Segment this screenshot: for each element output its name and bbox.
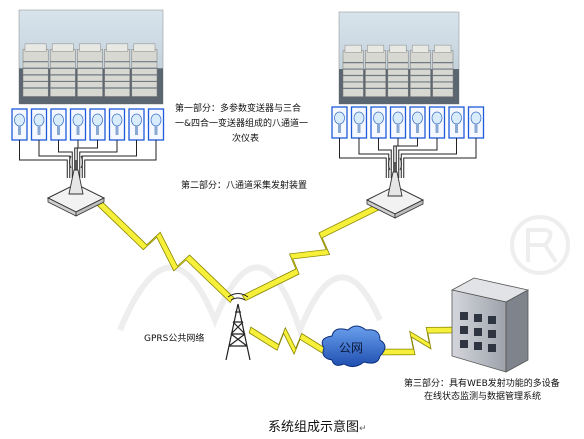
transmitter-row-right	[331, 106, 485, 139]
transmitter-row-left	[11, 108, 165, 141]
part1-label-line3: 次仪表	[232, 134, 260, 144]
lightning-bolt-icon	[241, 202, 383, 302]
transmitter-icon	[11, 108, 28, 141]
cloud-icon	[321, 325, 386, 368]
transmitter-icon	[409, 106, 426, 139]
lightning-bolt-icon	[93, 196, 235, 304]
cooling-tower-photo-right	[338, 11, 460, 105]
channel-wires	[19, 138, 477, 178]
transmitter-icon	[331, 106, 348, 139]
radio-tower-icon	[225, 293, 251, 361]
server-building-icon	[450, 277, 530, 373]
cloud-label: 公网	[339, 341, 364, 355]
lightning-bolt-icon	[248, 326, 328, 356]
transmitter-icon	[50, 108, 67, 141]
transmitter-icon	[147, 108, 165, 141]
antenna-transmitter-icon	[365, 157, 425, 219]
part2-label: 第二部分：八通道采集发射装置	[181, 181, 308, 191]
transmitter-icon	[128, 108, 145, 141]
transmitter-icon	[30, 108, 48, 141]
gprs-network-label: GPRS公共网络	[144, 334, 205, 344]
transmitter-icon	[69, 108, 87, 141]
lightning-bolt-icon	[380, 326, 458, 356]
transmitter-icon	[370, 106, 387, 139]
transmitter-icon	[389, 106, 407, 139]
part1-label-line1: 第一部分：多参数变送器与三合	[175, 104, 302, 114]
transmitter-icon	[467, 106, 485, 139]
return-mark: ↵	[359, 424, 367, 434]
part3-label-line2: 在线状态监测与数据管理系统	[424, 392, 542, 402]
part1-label-line2: 一&四合一变送器组成的八通道一	[175, 119, 309, 129]
transmitter-icon	[89, 108, 106, 141]
cooling-tower-photo-left	[18, 9, 164, 105]
watermark	[117, 215, 570, 339]
transmitter-icon	[108, 108, 126, 141]
transmitter-icon	[448, 106, 465, 139]
antenna-transmitter-icon	[46, 155, 106, 217]
figure-caption: 系统组成示意图↵	[268, 416, 367, 435]
transmitter-icon	[350, 106, 368, 139]
caption-text: 系统组成示意图	[268, 420, 360, 435]
transmitter-icon	[428, 106, 446, 139]
part3-label-line1: 第三部分：具有WEB发射功能的多设备	[404, 379, 560, 389]
